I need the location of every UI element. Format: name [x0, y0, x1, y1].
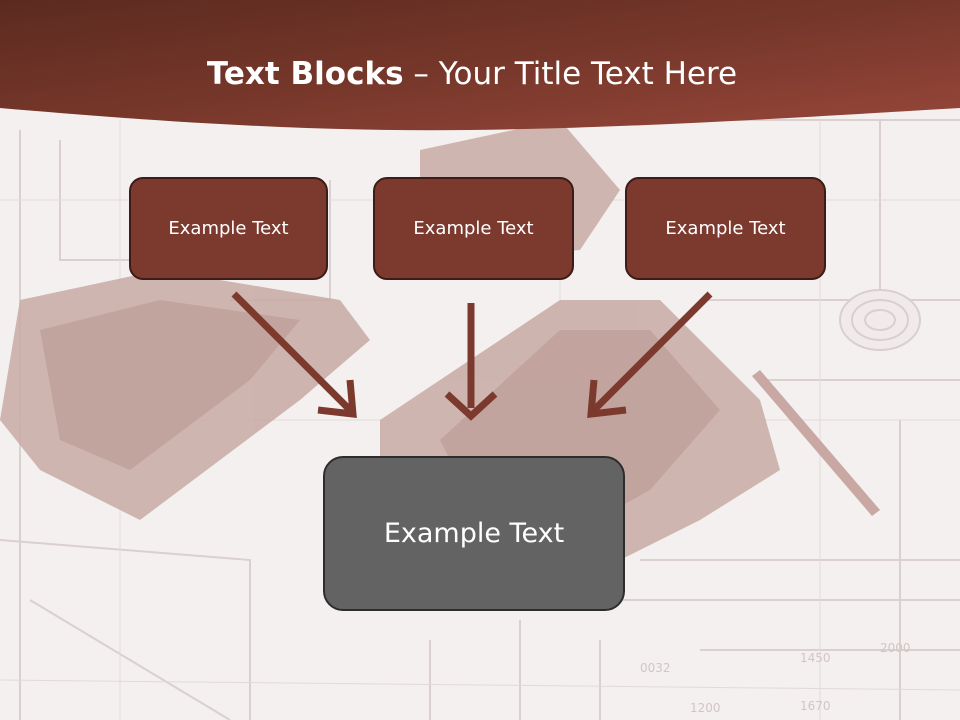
center-text-block[interactable]: Example Text — [323, 456, 625, 611]
title-bold-text: Text Blocks — [206, 56, 404, 92]
svg-text:0032: 0032 — [640, 661, 671, 675]
svg-text:1450: 1450 — [800, 651, 831, 665]
text-block-1-label: Example Text — [168, 218, 289, 239]
text-block-2-label: Example Text — [413, 218, 534, 239]
text-block-3-label: Example Text — [665, 218, 786, 239]
header-band — [0, 0, 960, 131]
svg-text:2000: 2000 — [880, 641, 911, 655]
text-block-3[interactable]: Example Text — [625, 177, 826, 280]
svg-text:1200: 1200 — [690, 701, 721, 715]
center-text-block-label: Example Text — [383, 518, 565, 549]
slide-title: Text Blocks – Your Title Text Here — [0, 52, 944, 96]
text-block-2[interactable]: Example Text — [373, 177, 574, 280]
svg-text:1670: 1670 — [800, 699, 831, 713]
title-rest-text: – Your Title Text Here — [403, 56, 738, 92]
text-block-1[interactable]: Example Text — [129, 177, 328, 280]
